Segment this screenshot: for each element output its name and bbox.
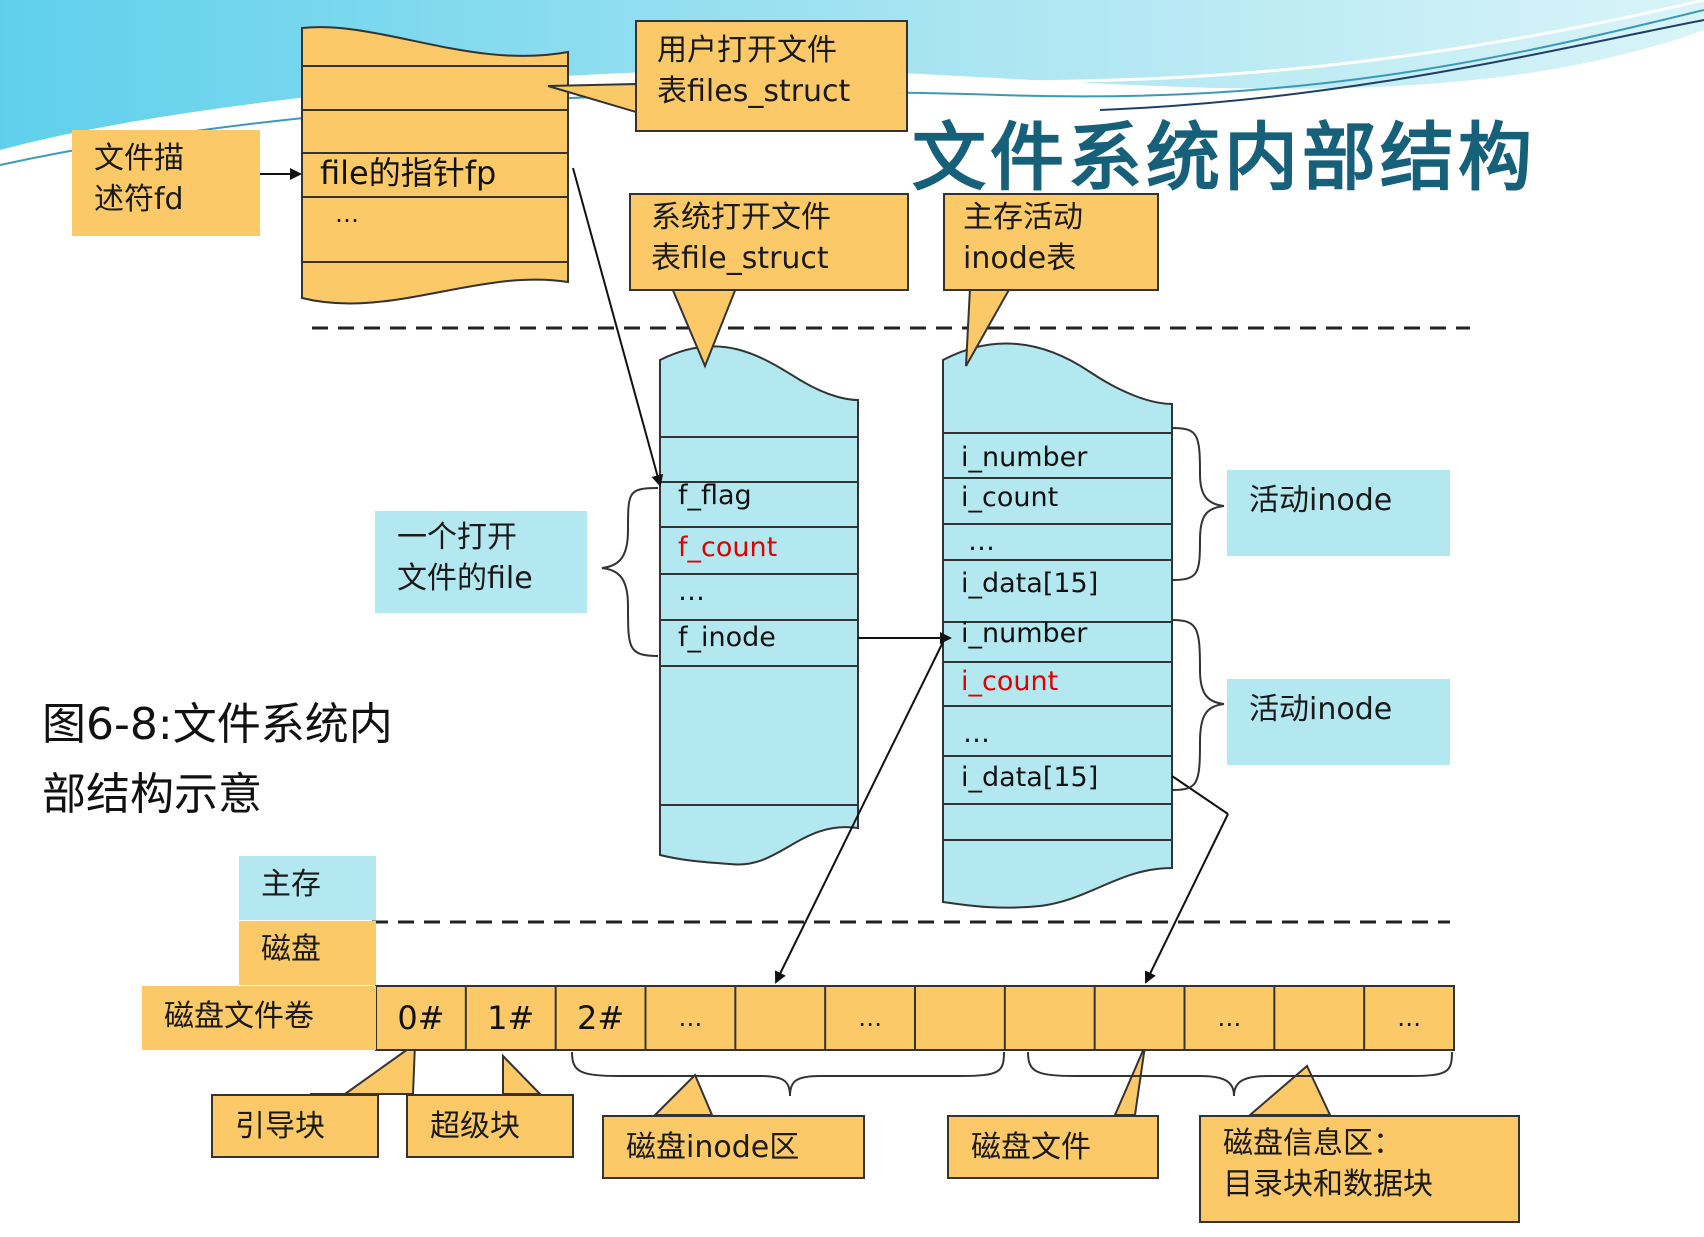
inode2-i-data: i_data[15]	[961, 762, 1099, 793]
open-file-label-line-2: 文件的file	[397, 561, 533, 597]
active-inode-label-1: 活动inode	[1227, 470, 1450, 556]
disk-file-callout-text: 磁盘文件	[971, 1130, 1091, 1165]
disk-block-label-0: 0#	[397, 999, 445, 1037]
inode2-i-count: i_count	[961, 666, 1059, 697]
super-block-callout-text: 超级块	[430, 1109, 520, 1144]
inode-table-callout: 主存活动 inode表	[943, 193, 1159, 291]
disk-inode-area-callout: 磁盘inode区	[602, 1115, 865, 1179]
disk-volume-label-text: 磁盘文件卷	[164, 999, 314, 1034]
callout-tails	[310, 82, 1332, 1116]
fp-pointer-entry: file的指针fp	[320, 154, 497, 192]
inode1-i-count: i_count	[961, 482, 1059, 513]
inode2-ellipsis: …	[963, 718, 990, 749]
braces	[571, 427, 1453, 1097]
disk-block-11: …	[1364, 986, 1454, 1050]
disk-block-7	[1005, 986, 1095, 1050]
file-struct-callout: 系统打开文件 表file_struct	[629, 193, 909, 291]
disk-block-9: …	[1185, 986, 1275, 1050]
inode1-i-data: i_data[15]	[961, 568, 1099, 599]
inode-table-callout-line-2: inode表	[963, 241, 1077, 277]
disk-block-label-11: …	[1397, 1004, 1422, 1032]
field-file-ellipsis: …	[678, 576, 705, 607]
disk-block-5: …	[825, 986, 915, 1050]
disk-block-2: 2#	[556, 986, 646, 1050]
inode-table	[942, 342, 1173, 909]
file-struct-callout-line-2: 表file_struct	[651, 241, 829, 277]
field-f-inode: f_inode	[678, 622, 776, 653]
file-struct-table	[659, 345, 859, 866]
disk-block-label-5: …	[858, 1004, 883, 1032]
disk-info-callout-line-2: 目录块和数据块	[1223, 1167, 1433, 1203]
inode-table-callout-line-1: 主存活动	[963, 200, 1083, 235]
files-struct-callout-line-1: 用户打开文件	[657, 33, 837, 68]
active-inode-label-2: 活动inode	[1227, 679, 1450, 765]
disk-block-1: 1#	[466, 986, 556, 1050]
files-struct-callout: 用户打开文件 表files_struct	[635, 20, 908, 132]
memory-label: 主存	[239, 856, 376, 920]
boot-block-callout-text: 引导块	[235, 1109, 325, 1144]
page-title: 文件系统内部结构	[912, 115, 1536, 201]
inode1-i-number: i_number	[961, 442, 1088, 473]
fd-label-line-2: 述符fd	[94, 182, 184, 218]
active-inode-label-1-text: 活动inode	[1249, 483, 1393, 518]
inode1-ellipsis: …	[968, 526, 995, 557]
fd-label-line-1: 文件描	[94, 141, 184, 176]
disk-block-8	[1095, 986, 1185, 1050]
disk-block-6	[915, 986, 1005, 1050]
boot-block-callout: 引导块	[211, 1094, 379, 1158]
file-struct-callout-line-1: 系统打开文件	[651, 200, 831, 235]
active-inode-label-2-text: 活动inode	[1249, 692, 1393, 727]
disk-label-text: 磁盘	[261, 932, 321, 967]
disk-file-callout: 磁盘文件	[947, 1115, 1159, 1179]
disk-block-label-3: …	[678, 1004, 703, 1032]
caption-line-2: 部结构示意	[42, 769, 262, 821]
figure-caption: 图6-8:文件系统内 部结构示意	[42, 690, 393, 831]
files-struct-table	[301, 26, 569, 305]
field-f-count: f_count	[678, 532, 778, 563]
open-file-label-line-1: 一个打开	[397, 520, 517, 555]
disk-block-label-2: 2#	[576, 999, 625, 1037]
disk-block-0: 0#	[376, 986, 466, 1050]
disk-label: 磁盘	[239, 921, 376, 985]
disk-block-dividers	[464, 986, 1366, 1050]
disk-info-callout: 磁盘信息区： 目录块和数据块	[1199, 1115, 1520, 1223]
pointer-arrows	[238, 167, 1229, 984]
memory-label-text: 主存	[261, 867, 321, 902]
files-table-ellipsis: …	[335, 200, 359, 228]
fd-label: 文件描 述符fd	[72, 130, 260, 236]
disk-block-10	[1274, 986, 1364, 1050]
disk-volume-label: 磁盘文件卷	[142, 986, 376, 1050]
disk-block-4	[735, 986, 825, 1050]
open-file-label: 一个打开 文件的file	[375, 511, 587, 613]
disk-block-label-9: …	[1217, 1004, 1242, 1032]
disk-block-3: …	[646, 986, 736, 1050]
disk-inode-area-callout-text: 磁盘inode区	[626, 1130, 800, 1165]
inode2-i-number: i_number	[961, 618, 1088, 649]
caption-line-1: 图6-8:文件系统内	[42, 699, 393, 750]
super-block-callout: 超级块	[406, 1094, 574, 1158]
disk-block-label-1: 1#	[487, 999, 535, 1037]
files-struct-callout-line-2: 表files_struct	[657, 74, 851, 110]
disk-info-callout-line-1: 磁盘信息区：	[1223, 1126, 1403, 1161]
field-f-flag: f_flag	[678, 480, 752, 511]
